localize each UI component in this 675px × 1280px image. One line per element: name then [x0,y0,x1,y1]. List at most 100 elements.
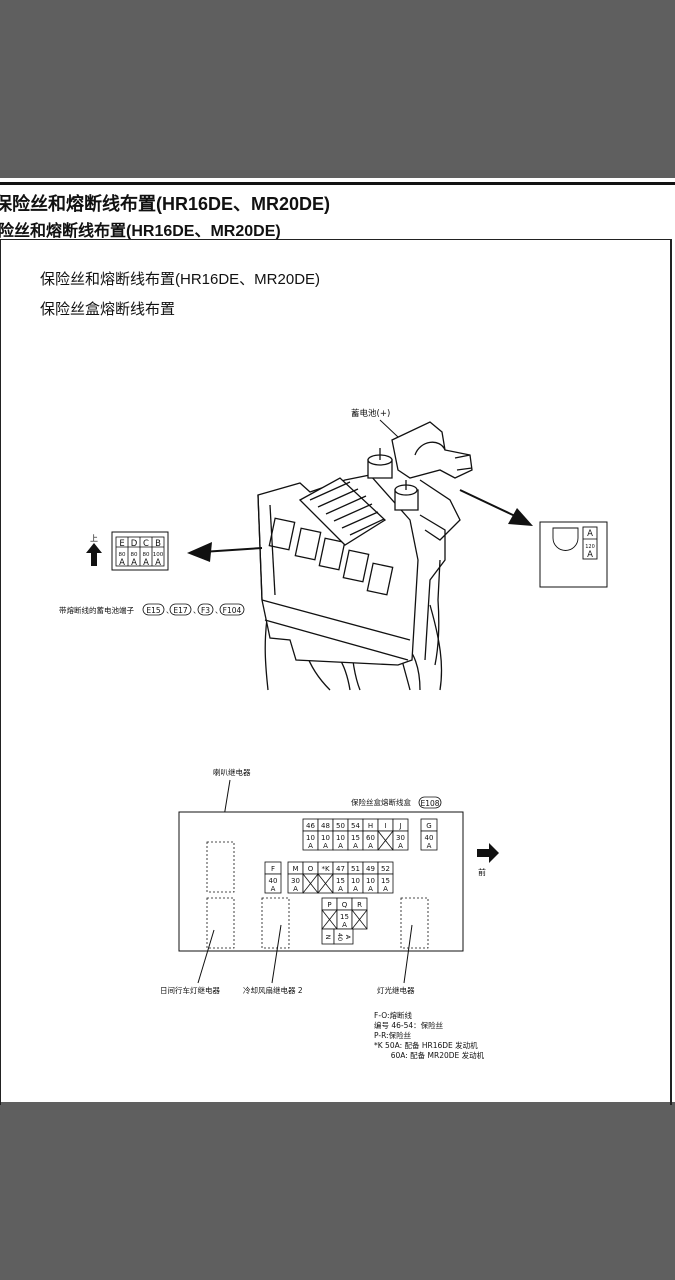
bottom-letterbox [0,1102,675,1280]
fuse-rating: 10 [366,877,375,885]
detail-fuse-unit: A [587,550,593,560]
terminal-fuse-rating: 100 [153,552,164,558]
fuse-id: 49 [366,865,375,873]
battery-terminal-fuses: E D C B 80 80 80 100 A A A A [111,531,169,571]
fuse-unit: A [368,842,373,850]
terminal-fuse-unit: A [131,558,137,568]
fuse-unit: A [427,842,432,850]
fuse-rating: 15 [340,913,349,921]
fuse-id: P [327,901,331,909]
terminal-fuse-unit: A [143,558,149,568]
fan-relay-2-slot [261,897,290,949]
front-label: 前 [478,867,486,877]
fuse-id: O [308,865,314,873]
connector-badge: F104 [223,606,242,615]
fuse-rating: 40 [425,834,434,842]
connector-badge: E17 [173,606,188,615]
fuse-rating: 10 [321,834,330,842]
legend-line: P-R:保险丝 [374,1030,412,1040]
separator: 、 [193,606,201,615]
fuse-id: I [384,822,386,830]
fuse-unit: A [353,885,358,893]
front-arrow-icon [477,843,499,863]
relay-slots [206,841,429,949]
fuse-id: J [398,822,401,830]
legend-line: 编号 46-54：保险丝 [374,1020,444,1030]
light-relay-label: 灯光继电器 [377,985,415,995]
horn-relay-slot [206,841,235,893]
terminal-fuse-id: D [131,539,138,549]
header-rule [0,182,675,185]
fuse-unit: A [368,885,373,893]
fuse-unit: A [323,842,328,850]
fuse-body [420,830,438,851]
fuse-rating: 60 [366,834,375,842]
connector-badge: F3 [201,606,210,615]
fan-relay-leader [271,924,282,984]
section-heading: 险丝和熔断线布置(HR16DE、MR20DE) [0,223,281,240]
right-arrow [459,489,533,526]
fuse-id: M [292,865,298,873]
light-relay-leader [403,924,413,984]
terminal-fuse-unit: A [155,558,161,568]
fan-relay-2-label: 冷却风扇继电器 2 [243,985,303,995]
legend-line: 60A: 配备 MR20DE 发动机 [374,1050,485,1060]
fuse-cell: R [351,897,368,930]
terminal-caption: 带熔断线的蓄电池端子 [59,605,134,615]
terminal-fuse-id: C [143,539,149,549]
terminal-fuse-rating: 80 [119,552,126,558]
up-label: 上 [90,534,98,543]
fuse-unit: A [338,885,343,893]
empty-slot-cross [302,873,319,894]
battery-illustration [257,421,473,691]
fuse-rating: 10 [351,877,360,885]
fuse-id: F [271,865,275,873]
fuse-box-connector: E108 [420,799,439,808]
fuse-id: 52 [381,865,390,873]
detail-fuse-id: A [587,529,593,539]
fuse-box-label: 保险丝盒熔断线盒 [351,797,411,807]
fuse-id: 54 [351,822,360,830]
terminal-fuse-rating: 80 [143,552,150,558]
fuse-id: N [324,935,332,940]
fuse-id: 48 [321,822,330,830]
drl-relay-label: 日间行车灯继电器 [160,985,220,995]
fuse-body [333,928,354,945]
fuse-body [392,830,409,851]
figure-title: 保险丝和熔断线布置(HR16DE、MR20DE) [40,271,321,288]
left-arrow [187,542,263,562]
fuse-id: *K [321,865,330,873]
terminal-fuse-rating: 80 [131,552,138,558]
drl-relay-slot [206,897,235,949]
fuse-unit: A [293,885,298,893]
fuse-id: R [357,901,362,909]
empty-slot-cross [321,909,338,930]
fuse-unit: A [342,921,347,929]
fuse-unit: A [398,842,403,850]
fuse-id: 47 [336,865,345,873]
fuse-rating: 40 [336,933,344,941]
legend-line: *K 50A: 配备 HR16DE 发动机 [374,1040,478,1050]
page-heading: 保险丝和熔断线布置(HR16DE、MR20DE) [0,194,331,214]
battery-leader-line [379,419,399,438]
fuse-id: Q [342,901,348,909]
fuse-cell: O [302,861,319,894]
fuse-rating: 40 [269,877,278,885]
terminal-fuse-id: E [119,539,124,549]
terminal-fuse-id: B [155,539,161,549]
fuse-cell: F 40A [264,861,282,894]
legend: F-O:熔断线 编号 46-54：保险丝 P-R:保险丝 *K 50A: 配备 … [374,1010,485,1060]
empty-slot-cross [351,909,368,930]
fuse-box-connector-badge [418,796,442,809]
fuse-unit: A [271,885,276,893]
fuse-cell: P [321,897,338,930]
